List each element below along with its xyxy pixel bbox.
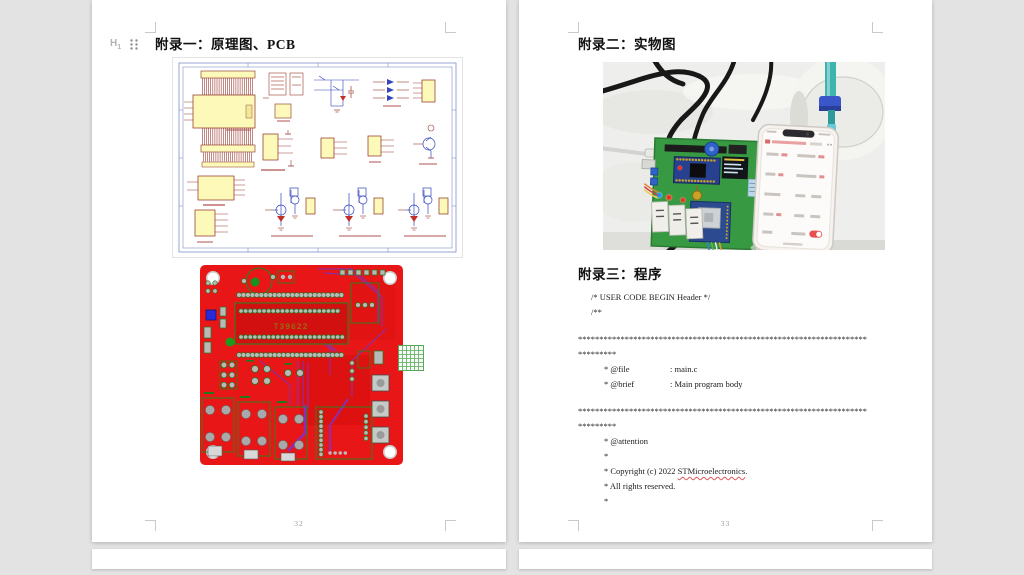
heading-appendix-1[interactable]: 附录一：原理图、PCB <box>155 37 296 52</box>
green-circuit-board <box>641 137 761 265</box>
margin-mark-top-left <box>145 22 156 33</box>
spellcheck-underlined-word: STMicroelectronics <box>677 466 746 476</box>
svg-text:T39622: T39622 <box>274 323 309 332</box>
next-page-right <box>519 549 932 569</box>
margin-mark-top-left <box>568 22 579 33</box>
margin-mark-top-right <box>445 22 456 33</box>
code-line[interactable]: * Copyright (c) 2022 STMicroelectronics. <box>604 466 748 476</box>
margin-mark-bottom-left <box>145 520 156 531</box>
hardware-photo <box>593 55 895 265</box>
code-line[interactable]: * All rights reserved. <box>604 481 676 491</box>
pcb-drawing: T39622 <box>200 265 403 465</box>
page-right: 附录二：实物图 <box>519 0 932 542</box>
code-line[interactable]: ********* <box>578 349 617 359</box>
code-line[interactable]: /* USER CODE BEGIN Header */ <box>591 292 711 302</box>
grid-snippet-icon <box>398 345 424 371</box>
margin-mark-bottom-left <box>568 520 579 531</box>
drag-handle-icon[interactable] <box>129 38 139 51</box>
margin-mark-top-right <box>872 22 883 33</box>
schematic-drawing <box>178 62 457 253</box>
code-line[interactable]: ****************************************… <box>578 334 867 344</box>
margin-mark-bottom-right <box>872 520 883 531</box>
code-line[interactable]: ****************************************… <box>578 406 867 416</box>
heading-appendix-3[interactable]: 附录三：程序 <box>578 267 662 282</box>
heading-anchor[interactable]: H1 <box>110 38 122 51</box>
schematic-image[interactable] <box>172 57 463 258</box>
code-line[interactable]: * @file: main.c <box>604 364 698 374</box>
code-block[interactable]: /* USER CODE BEGIN Header *//***********… <box>578 290 878 509</box>
photo-image[interactable] <box>593 55 895 265</box>
code-line[interactable]: * @attention <box>604 436 648 446</box>
code-line[interactable] <box>578 320 878 332</box>
code-line[interactable]: ********* <box>578 421 617 431</box>
code-line[interactable]: * @brief: Main program body <box>604 379 743 389</box>
smartphone <box>750 123 840 259</box>
heading-appendix-2[interactable]: 附录二：实物图 <box>578 37 676 52</box>
margin-mark-bottom-right <box>445 520 456 531</box>
page-number-right: 33 <box>720 519 731 528</box>
pcb-image[interactable]: T39622 <box>200 265 403 465</box>
code-line[interactable]: * <box>604 451 609 461</box>
next-page-left <box>92 549 506 569</box>
code-line[interactable]: /** <box>591 307 602 317</box>
code-line[interactable]: * <box>604 496 609 506</box>
code-line[interactable] <box>578 392 878 404</box>
page-number-left: 32 <box>294 519 304 528</box>
page-left: H1 附录一：原理图、PCB <box>92 0 506 542</box>
